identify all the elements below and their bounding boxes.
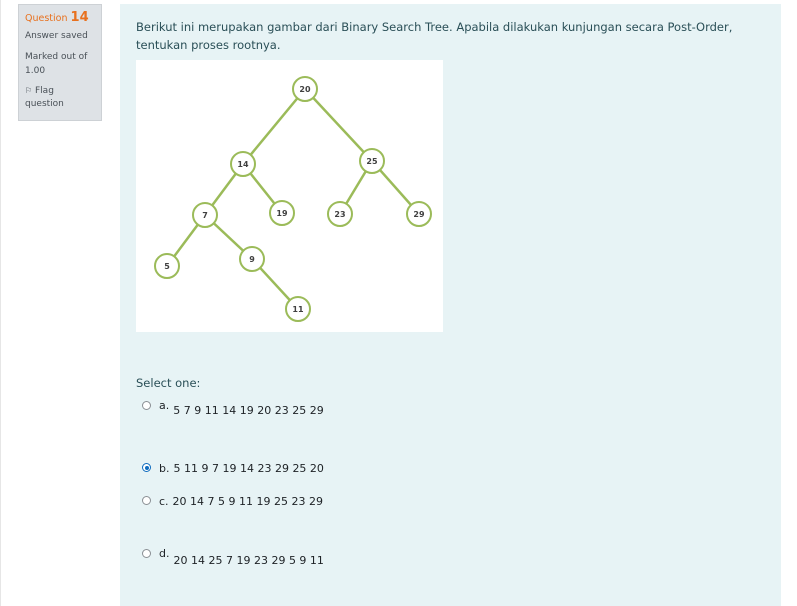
answer-b-letter: b. xyxy=(159,462,170,475)
tree-node-5: 5 xyxy=(154,253,180,279)
answer-a-radio[interactable] xyxy=(142,401,151,410)
tree-node-label: 23 xyxy=(334,210,345,219)
select-one-prompt: Select one: xyxy=(136,376,201,390)
tree-node-label: 25 xyxy=(366,157,378,166)
tree-node-label: 20 xyxy=(299,85,311,94)
answer-option-a[interactable]: a. 5 7 9 11 14 19 20 23 25 29 xyxy=(142,399,324,417)
bst-diagram: 20 14 25 7 19 23 29 5 9 11 xyxy=(154,76,432,322)
tree-node-9: 9 xyxy=(239,246,265,272)
question-info-panel: Question 14 Answer saved Marked out of 1… xyxy=(18,4,102,121)
answer-c-text: 20 14 7 5 9 11 19 25 23 29 xyxy=(172,495,323,508)
answer-option-b[interactable]: b. 5 11 9 7 19 14 23 29 25 20 xyxy=(142,462,324,475)
question-state: Answer saved xyxy=(25,31,88,41)
answer-option-c[interactable]: c. 20 14 7 5 9 11 19 25 23 29 xyxy=(142,495,323,508)
tree-node-25: 25 xyxy=(359,148,385,174)
tree-node-label: 29 xyxy=(413,210,425,219)
answer-d-letter: d. xyxy=(159,547,170,560)
tree-node-19: 19 xyxy=(269,200,295,226)
answer-c-letter: c. xyxy=(159,495,169,508)
bst-figure: 20 14 25 7 19 23 29 5 9 11 xyxy=(136,60,443,332)
answer-d-radio[interactable] xyxy=(142,549,151,558)
tree-node-label: 11 xyxy=(292,305,304,314)
tree-node-label: 14 xyxy=(237,160,249,169)
question-number: Question 14 xyxy=(25,10,95,27)
tree-node-label: 5 xyxy=(164,262,170,271)
flag-icon: ⚐ xyxy=(25,86,33,95)
tree-node-label: 9 xyxy=(249,255,255,264)
tree-node-label: 19 xyxy=(276,209,288,218)
answer-b-text: 5 11 9 7 19 14 23 29 25 20 xyxy=(173,462,324,475)
page-left-border xyxy=(0,0,1,606)
answer-c-radio[interactable] xyxy=(142,496,151,505)
question-label: Question xyxy=(25,13,68,24)
tree-node-23: 23 xyxy=(327,201,353,227)
tree-node-11: 11 xyxy=(285,296,311,322)
answer-option-d[interactable]: d. 20 14 25 7 19 23 29 5 9 11 xyxy=(142,547,324,567)
tree-edge-20-14 xyxy=(242,88,306,165)
answer-a-text: 5 7 9 11 14 19 20 23 25 29 xyxy=(173,404,324,417)
flag-question-link[interactable]: ⚐Flag question xyxy=(25,84,95,111)
flag-question-label: Flag question xyxy=(25,86,64,109)
tree-node-7: 7 xyxy=(192,202,218,228)
tree-edge-20-25 xyxy=(304,88,373,162)
tree-node-label: 7 xyxy=(202,211,208,220)
question-text: Berikut ini merupakan gambar dari Binary… xyxy=(136,20,733,52)
question-number-value: 14 xyxy=(70,10,89,25)
tree-node-29: 29 xyxy=(406,201,432,227)
question-content: Berikut ini merupakan gambar dari Binary… xyxy=(120,4,781,606)
tree-node-14: 14 xyxy=(230,151,256,177)
answer-a-letter: a. xyxy=(159,399,170,412)
answer-b-radio[interactable] xyxy=(142,463,151,472)
tree-node-20: 20 xyxy=(292,76,318,102)
answer-d-text: 20 14 25 7 19 23 29 5 9 11 xyxy=(173,554,324,567)
question-grade: Marked out of 1.00 xyxy=(25,52,88,76)
